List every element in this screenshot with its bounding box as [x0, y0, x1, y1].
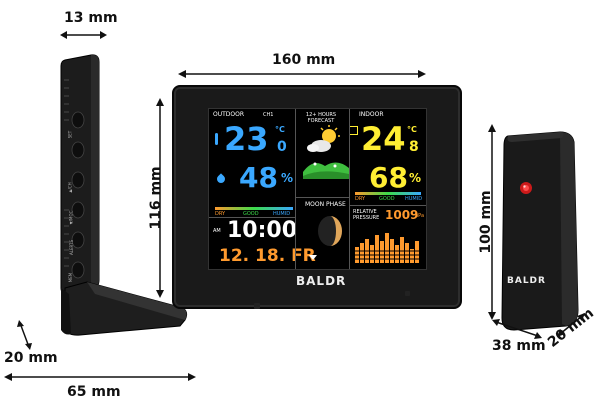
indoor-label: INDOOR: [359, 111, 384, 118]
lcd-divider: [209, 217, 295, 218]
side-button-label: ▼/MOC: [68, 210, 74, 225]
side-body: [60, 54, 188, 336]
main-height-arrow: [156, 98, 164, 298]
indoor-humidity-unit: %: [409, 171, 422, 185]
outdoor-humidity: 48: [239, 161, 278, 194]
side-button-label: MEM: [68, 272, 74, 283]
base-width-arrow: [4, 373, 196, 381]
pressure-unit: hPa: [415, 213, 425, 219]
sensor-height-arrow: [488, 124, 496, 320]
outdoor-comfort-dry: DRY: [215, 211, 226, 217]
indoor-house-icon: [349, 126, 358, 135]
humidity-drop-icon: [215, 173, 227, 185]
sensor-height-label: 100 mm: [478, 190, 494, 254]
station-foot-right: [405, 291, 410, 296]
indoor-temperature-decimal: 8: [409, 139, 419, 155]
sensor-width-arrow: [492, 319, 542, 339]
sensor-brand-logo: BALDR: [507, 276, 546, 286]
outdoor-comfort-humid: HUMID: [273, 211, 291, 217]
indoor-comfort-good: GOOD: [379, 196, 395, 202]
outdoor-temperature-unit: °C: [275, 125, 285, 134]
pressure-histogram: [355, 233, 421, 263]
clock-time: 10:00: [227, 218, 298, 243]
station-brand-logo: BALDR: [296, 274, 347, 288]
sensor-depth-arrow: [557, 313, 585, 337]
side-button-label: SET: [67, 130, 73, 139]
indoor-comfort-humid: HUMID: [405, 196, 423, 202]
forecast-label: 12+ HOURS FORECAST: [305, 112, 337, 124]
base-width-label: 65 mm: [67, 384, 121, 400]
indoor-comfort-dry: DRY: [355, 196, 366, 202]
lcd-divider: [349, 109, 350, 269]
thickness-label: 13 mm: [64, 10, 118, 26]
outdoor-temperature: 23: [224, 120, 269, 158]
thermometer-icon: [215, 133, 218, 145]
outdoor-label: OUTDOOR: [213, 111, 245, 118]
ampm-label: AM: [213, 228, 221, 234]
indoor-comfort-bar: [355, 192, 421, 195]
sensor-width-label: 38 mm: [492, 338, 546, 354]
forecast-weather-icon: [303, 125, 349, 179]
calendar-date: 12. 18. FR: [219, 246, 316, 266]
lcd-divider: [295, 197, 349, 198]
side-button-label: ALERTS: [68, 240, 74, 255]
main-width-arrow: [178, 70, 426, 78]
thickness-arrow: [60, 31, 107, 39]
lcd-divider: [295, 109, 296, 269]
station-foot-left: [254, 303, 260, 309]
lcd-screen: OUTDOOR CH1 23 °C 0 48 % DRY GOOD HUMID …: [208, 108, 427, 270]
indoor-temperature-unit: °C: [407, 125, 417, 134]
pressure-value: 1009: [385, 208, 419, 222]
moon-phase-arrow: [309, 255, 317, 260]
outdoor-temperature-decimal: 0: [277, 139, 287, 155]
main-width-label: 160 mm: [272, 52, 336, 68]
channel-label: CH1: [263, 112, 274, 118]
side-button-label: ▲/CH: [67, 182, 73, 193]
sensor-body: [501, 131, 579, 331]
moon-phase-label: MOON PHASE: [305, 201, 346, 208]
main-height-label: 116 mm: [148, 166, 164, 230]
indoor-humidity: 68: [369, 161, 408, 194]
outdoor-humidity-unit: %: [281, 171, 294, 185]
side-view: 13 mm SET ▲/CH ▼/MOC ALERTS MEM: [0, 0, 200, 411]
indoor-temperature: 24: [361, 120, 406, 158]
base-depth-arrow: [17, 320, 32, 350]
moon-phase-icon: [318, 216, 342, 246]
outdoor-comfort-bar: [215, 207, 293, 210]
lcd-divider: [349, 205, 426, 206]
pressure-label: RELATIVE PRESSURE: [353, 209, 380, 221]
base-depth-label: 20 mm: [4, 350, 58, 366]
outdoor-comfort-good: GOOD: [243, 211, 259, 217]
